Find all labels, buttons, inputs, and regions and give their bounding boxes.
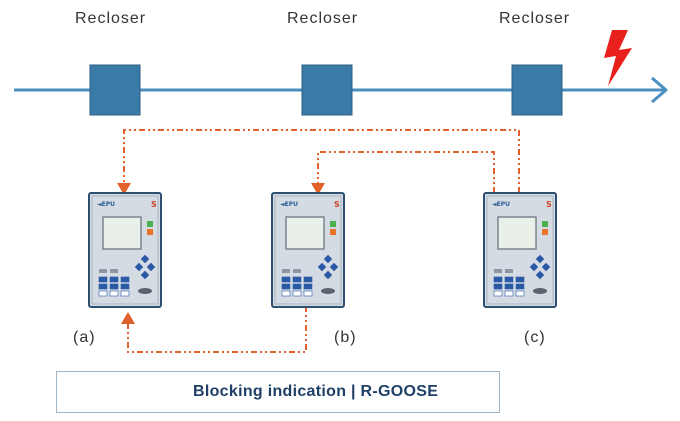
device-bezel: [274, 195, 342, 305]
device-screen: [102, 216, 142, 250]
device-key: [493, 290, 503, 297]
signal-path-c-to-b: [317, 151, 495, 193]
signal-arrowhead-a-bottom: [121, 312, 135, 324]
device-screen: [285, 216, 325, 250]
device-led-green: [330, 221, 336, 227]
device-key-grey: [494, 269, 502, 273]
recloser-label-1: Recloser: [75, 10, 147, 27]
device-brand: ◄EPU: [492, 201, 510, 208]
device-nav-key: [323, 270, 333, 280]
device-key-grey: [110, 269, 118, 273]
device-key-grey: [99, 269, 107, 273]
recloser-1: [89, 64, 141, 116]
legend-label: Blocking indication | R-GOOSE: [193, 383, 439, 400]
device-nav-key: [140, 254, 150, 264]
device-key: [281, 276, 291, 283]
device-key: [109, 276, 119, 283]
device-bezel: [486, 195, 554, 305]
device-key: [303, 283, 313, 290]
device-key: [493, 283, 503, 290]
device-label-a: (a): [73, 329, 96, 346]
device-nav-key: [140, 270, 150, 280]
relay-device-a: ◄EPU S: [88, 192, 162, 308]
device-key: [515, 290, 525, 297]
fault-lightning-icon: [604, 30, 632, 86]
device-nav-key: [146, 262, 156, 272]
device-mark: S: [546, 200, 552, 209]
device-key: [493, 276, 503, 283]
device-nav-key: [323, 254, 333, 264]
signal-path-c-to-a: [123, 129, 520, 193]
device-led-orange: [542, 229, 548, 235]
device-key: [303, 276, 313, 283]
device-screen: [497, 216, 537, 250]
device-key: [303, 290, 313, 297]
relay-device-c: ◄EPU S: [483, 192, 557, 308]
device-key: [292, 283, 302, 290]
device-led-green: [147, 221, 153, 227]
device-key: [504, 283, 514, 290]
device-label-c: (c): [524, 329, 546, 346]
feeder-arrowhead: [651, 76, 668, 104]
recloser-2: [301, 64, 353, 116]
device-led-green: [542, 221, 548, 227]
device-usb-port: [138, 288, 152, 294]
signal-path-b-to-a: [127, 306, 307, 353]
device-key: [292, 290, 302, 297]
device-usb-port: [533, 288, 547, 294]
recloser-label-3: Recloser: [499, 10, 571, 27]
device-brand: ◄EPU: [280, 201, 298, 208]
device-key: [120, 290, 130, 297]
device-mark: S: [334, 200, 340, 209]
device-key: [120, 283, 130, 290]
device-key: [515, 276, 525, 283]
recloser-label-2: Recloser: [287, 10, 359, 27]
device-nav-key: [134, 262, 144, 272]
device-usb-port: [321, 288, 335, 294]
device-key: [504, 276, 514, 283]
device-nav-key: [329, 262, 339, 272]
relay-device-b: ◄EPU S: [271, 192, 345, 308]
device-label-b: (b): [334, 329, 357, 346]
device-key: [281, 283, 291, 290]
device-key-grey: [505, 269, 513, 273]
device-key: [515, 283, 525, 290]
device-bezel: [91, 195, 159, 305]
device-brand: ◄EPU: [97, 201, 115, 208]
device-key: [98, 290, 108, 297]
device-key: [109, 290, 119, 297]
device-key: [109, 283, 119, 290]
device-key-grey: [282, 269, 290, 273]
device-key: [98, 276, 108, 283]
device-key: [281, 290, 291, 297]
recloser-3: [511, 64, 563, 116]
device-led-orange: [147, 229, 153, 235]
legend-box: Blocking indication | R-GOOSE: [56, 371, 500, 413]
device-key: [98, 283, 108, 290]
device-nav-key: [317, 262, 327, 272]
signal-arrowhead-b-top: [311, 183, 325, 195]
device-led-orange: [330, 229, 336, 235]
device-key: [292, 276, 302, 283]
device-key-grey: [293, 269, 301, 273]
device-key: [504, 290, 514, 297]
device-key: [120, 276, 130, 283]
signal-arrowhead-a-top: [117, 183, 131, 195]
device-mark: S: [151, 200, 157, 209]
